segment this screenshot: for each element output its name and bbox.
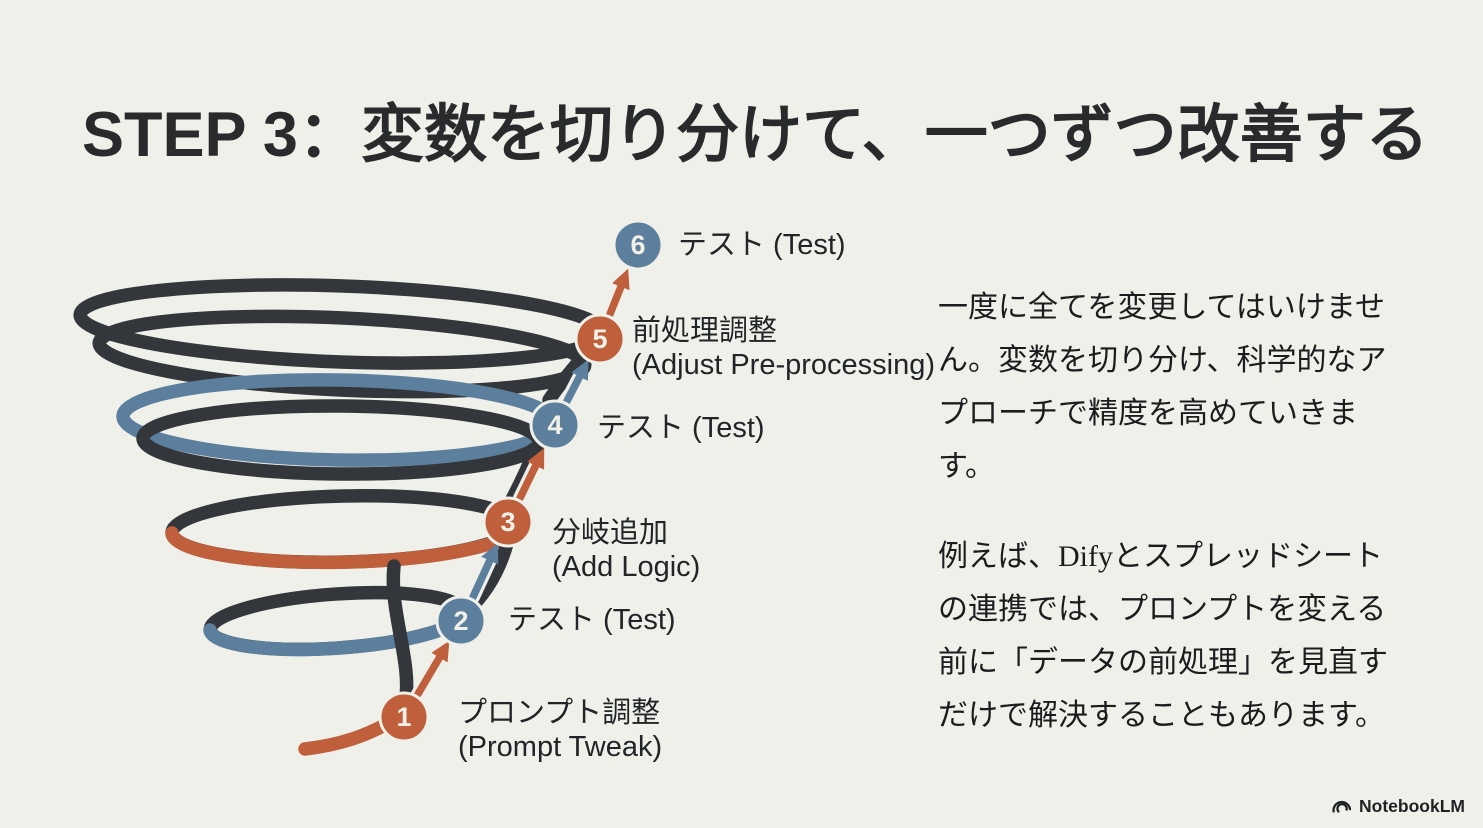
page-title: STEP 3：変数を切り分けて、一つずつ改善する xyxy=(82,100,1429,170)
step-label-3: 分岐追加 (Add Logic) xyxy=(552,516,700,584)
step-label-3-line1: 分岐追加 xyxy=(552,517,669,549)
spiral-ring-orange-step3-front xyxy=(165,518,524,570)
arrow-step3-to-step4 xyxy=(516,448,545,502)
body-paragraph-2: 例えば、Difyとスプレッドシートの連携では、プロンプトを変える前に「データの前… xyxy=(938,540,1388,732)
step-label-6-line1: テスト (Test) xyxy=(678,229,846,261)
notebooklm-arcs-icon xyxy=(1332,800,1352,813)
step-label-3-line2: (Add Logic) xyxy=(552,551,701,583)
step-node-number-4: 4 xyxy=(547,410,562,440)
step-node-2 xyxy=(435,595,487,647)
step-node-number-5: 5 xyxy=(592,324,607,354)
arrow-step2-to-step3 xyxy=(469,543,499,601)
step-node-1 xyxy=(378,691,430,743)
arrow-step1-to-step2 xyxy=(414,640,450,698)
step-label-4-line1: テスト (Test) xyxy=(597,412,765,444)
step-label-4: テスト (Test) xyxy=(597,411,765,445)
step-node-4 xyxy=(529,399,581,451)
spiral-riser-step1-to-step2 xyxy=(386,559,414,710)
step-label-1: プロンプト調整 (Prompt Tweak) xyxy=(458,696,662,764)
step-label-5: 前処理調整 (Adjust Pre-processing) xyxy=(632,314,935,382)
step-label-2: テスト (Test) xyxy=(508,603,676,637)
arrow-step4-to-step5 xyxy=(563,359,589,405)
step-node-3 xyxy=(482,496,534,548)
step-node-number-2: 2 xyxy=(453,606,468,636)
step-label-6: テスト (Test) xyxy=(678,228,846,262)
notebooklm-logo: NotebookLM xyxy=(1331,795,1465,817)
step-label-1-line2: (Prompt Tweak) xyxy=(458,731,663,763)
body-text-column: 一度に全てを変更してはいけません。変数を切り分け、科学的なアプローチで精度を高め… xyxy=(938,281,1408,742)
step-node-number-6: 6 xyxy=(630,230,645,260)
body-paragraph-1: 一度に全てを変更してはいけません。変数を切り分け、科学的なアプローチで精度を高め… xyxy=(938,291,1387,483)
step-node-5 xyxy=(574,313,626,365)
spiral-ring-blue-step2-front xyxy=(203,605,471,657)
step-label-2-line1: テスト (Test) xyxy=(508,604,676,636)
arrow-step5-to-step6 xyxy=(606,268,630,318)
step-node-number-1: 1 xyxy=(396,702,411,732)
step-node-number-3: 3 xyxy=(500,507,515,537)
step-label-1-line1: プロンプト調整 xyxy=(458,697,661,729)
brand-label: NotebookLM xyxy=(1359,795,1465,816)
step-label-5-line1: 前処理調整 xyxy=(632,315,778,347)
step-label-5-line2: (Adjust Pre-processing) xyxy=(632,349,935,381)
step-node-6 xyxy=(612,219,664,271)
